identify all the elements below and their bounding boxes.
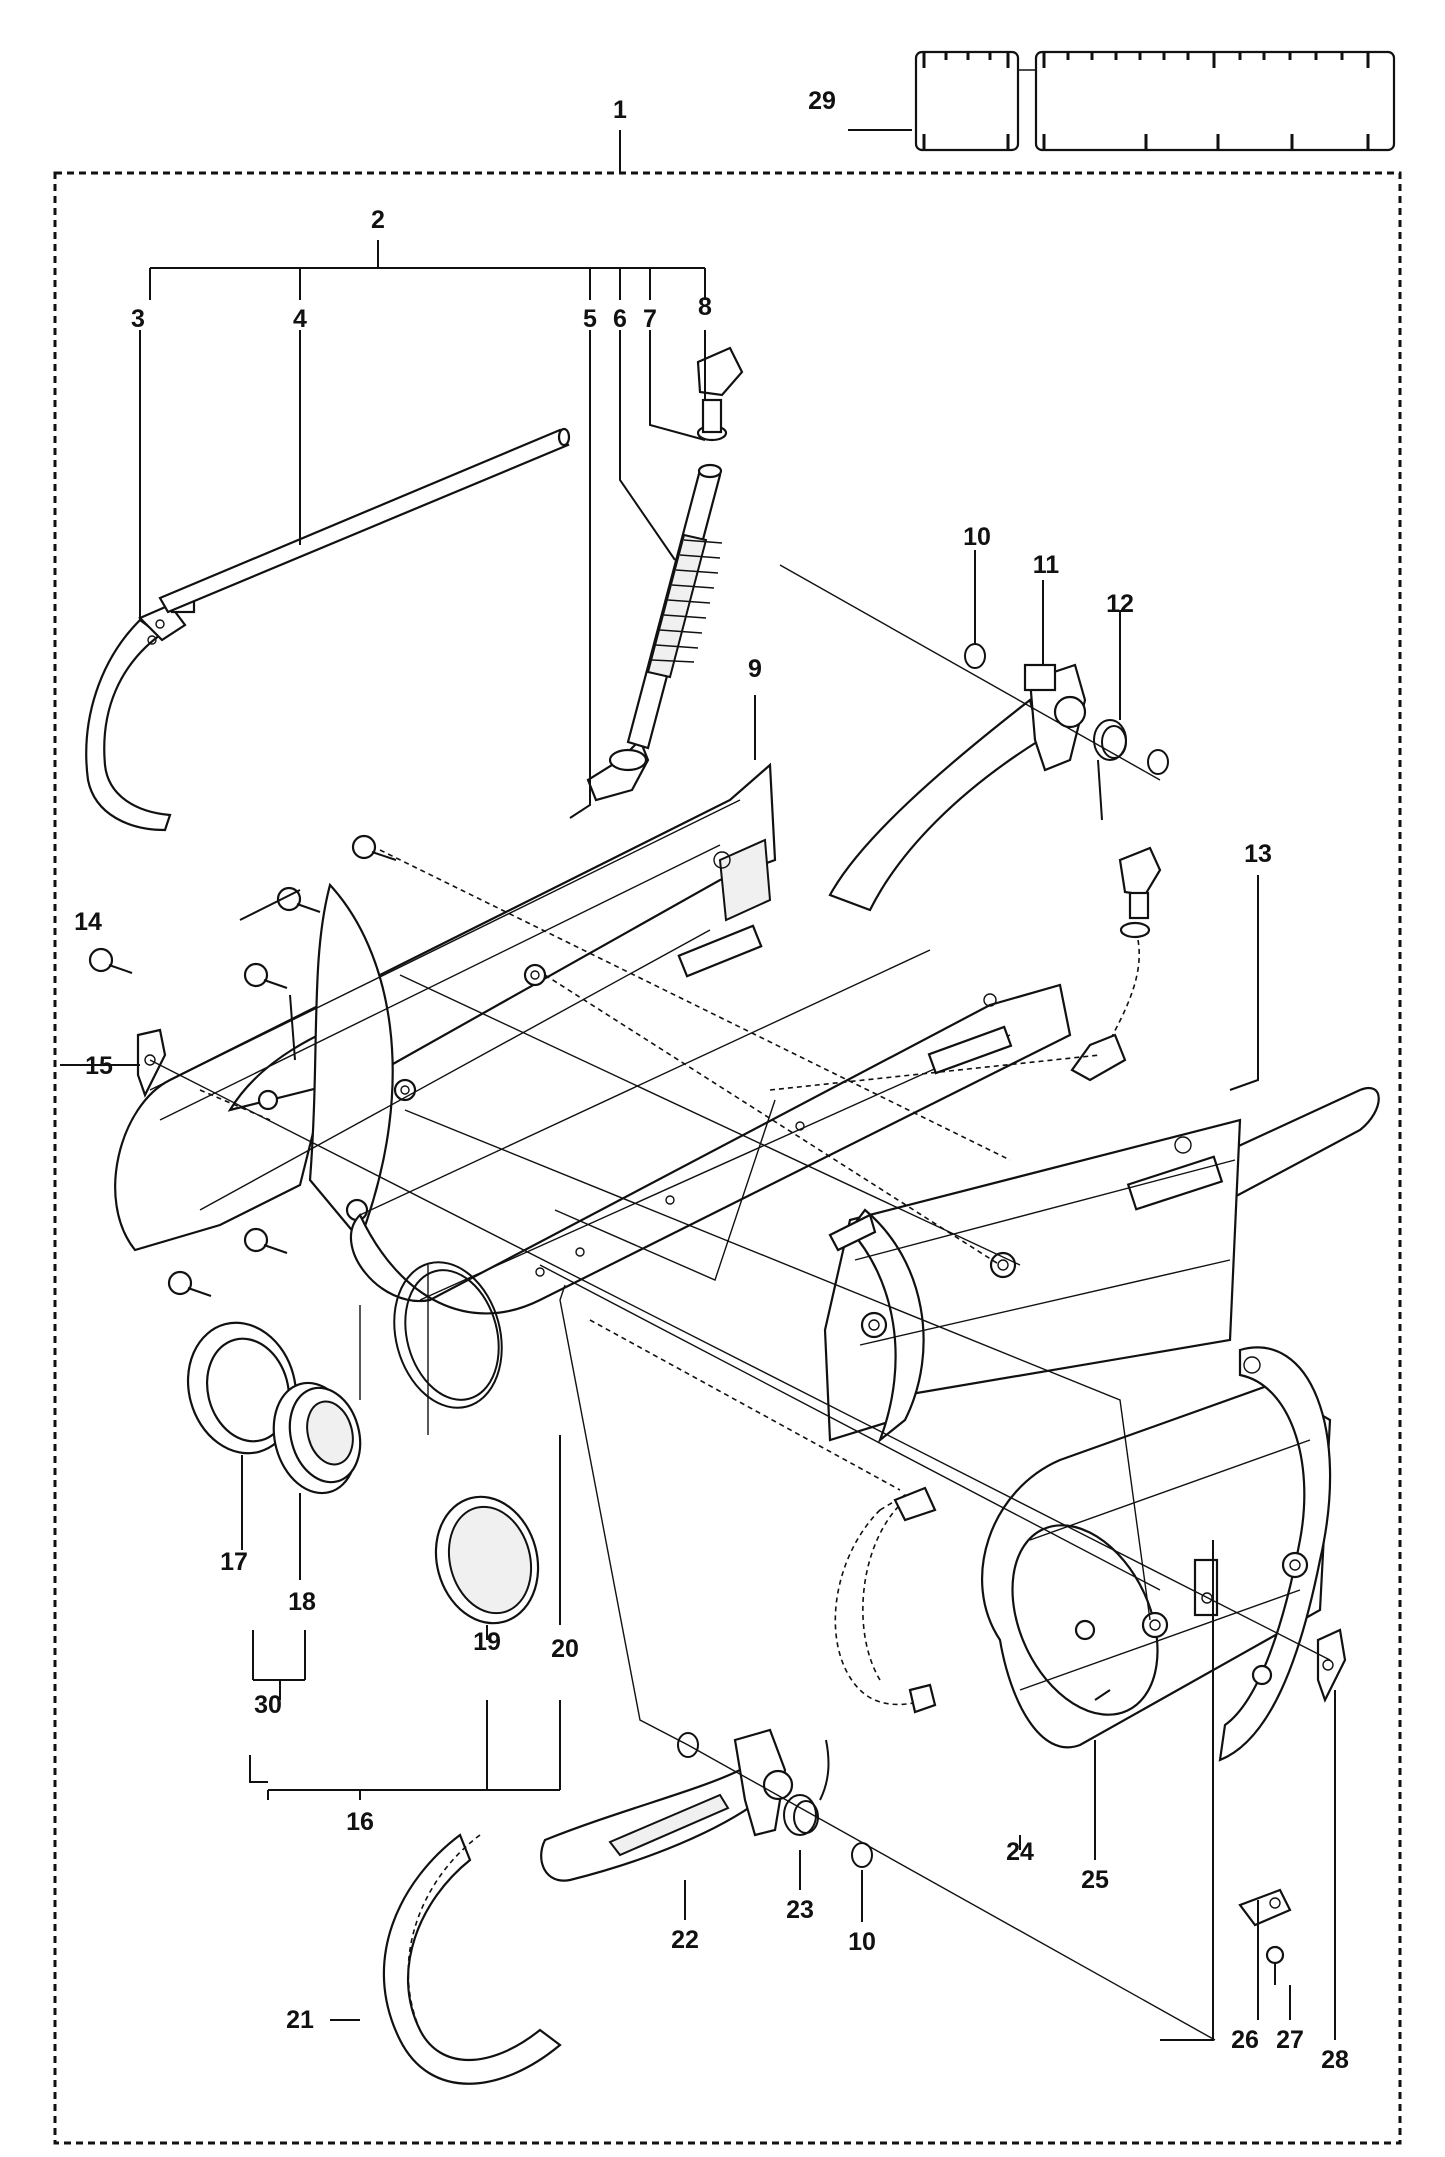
bracket xyxy=(1238,1888,1292,1927)
o-ring-large xyxy=(393,1261,503,1409)
label-sheet xyxy=(914,50,1396,152)
callout-16: 16 xyxy=(346,1808,374,1836)
clip xyxy=(1316,1628,1347,1703)
callout-26: 26 xyxy=(1231,2026,1259,2054)
callout-1: 1 xyxy=(613,96,627,124)
callout-3: 3 xyxy=(131,305,145,333)
callout-10a: 10 xyxy=(963,523,991,551)
callout-28: 28 xyxy=(1321,2046,1349,2074)
leader-lines xyxy=(60,129,1336,2041)
callout-11: 11 xyxy=(1033,551,1060,579)
callout-8: 8 xyxy=(698,293,712,321)
callout-21: 21 xyxy=(286,2006,314,2034)
callout-20: 20 xyxy=(551,1635,579,1663)
callout-4: 4 xyxy=(293,305,307,333)
callout-19: 19 xyxy=(473,1628,501,1656)
callout-18: 18 xyxy=(288,1588,316,1616)
inner-plate xyxy=(349,949,1072,1315)
water-hose-assembly xyxy=(586,346,744,802)
o-ring-upper xyxy=(964,643,986,669)
callout-29: 29 xyxy=(808,87,836,115)
callout-12: 12 xyxy=(1106,590,1134,618)
clip-left xyxy=(136,1028,167,1098)
o-ring-upper-2 xyxy=(1147,749,1169,775)
callout-25: 25 xyxy=(1081,1866,1109,1894)
cutting-guard xyxy=(980,1346,1332,1762)
callout-2: 2 xyxy=(371,206,385,234)
screws xyxy=(88,834,1285,1985)
callout-13: 13 xyxy=(1244,840,1272,868)
drive-belt xyxy=(382,1833,562,2085)
callout-15: 15 xyxy=(85,1052,113,1080)
connection-lines xyxy=(149,564,1331,2041)
callout-30: 30 xyxy=(254,1691,282,1719)
assembly-boundary xyxy=(53,171,1402,2145)
callout-22: 22 xyxy=(671,1926,699,1954)
callout-10b: 10 xyxy=(848,1928,876,1956)
callout-numbers: 1 2 3 4 5 6 7 8 9 10 11 12 13 14 15 16 1… xyxy=(74,87,1349,2074)
callout-23: 23 xyxy=(786,1896,814,1924)
lock-nut xyxy=(186,1321,298,1455)
water-nipple xyxy=(1070,846,1162,1082)
bearing xyxy=(272,1381,362,1495)
rod xyxy=(158,427,571,614)
spring-upper xyxy=(1093,719,1127,821)
callout-9: 9 xyxy=(748,655,762,683)
callout-14: 14 xyxy=(74,908,102,936)
bow-clamp-dashed xyxy=(834,1494,931,1706)
callout-7: 7 xyxy=(643,305,657,333)
bow-clamp xyxy=(85,596,196,832)
callout-27: 27 xyxy=(1276,2026,1304,2054)
upper-handle xyxy=(828,663,1087,912)
callout-24: 24 xyxy=(1006,1838,1034,1866)
callout-17: 17 xyxy=(220,1548,248,1576)
o-ring-lower-1 xyxy=(677,1732,699,1758)
callout-6: 6 xyxy=(613,305,627,333)
callout-5: 5 xyxy=(583,305,597,333)
front-guard xyxy=(823,1087,1380,1444)
lower-handle xyxy=(540,1728,794,1882)
